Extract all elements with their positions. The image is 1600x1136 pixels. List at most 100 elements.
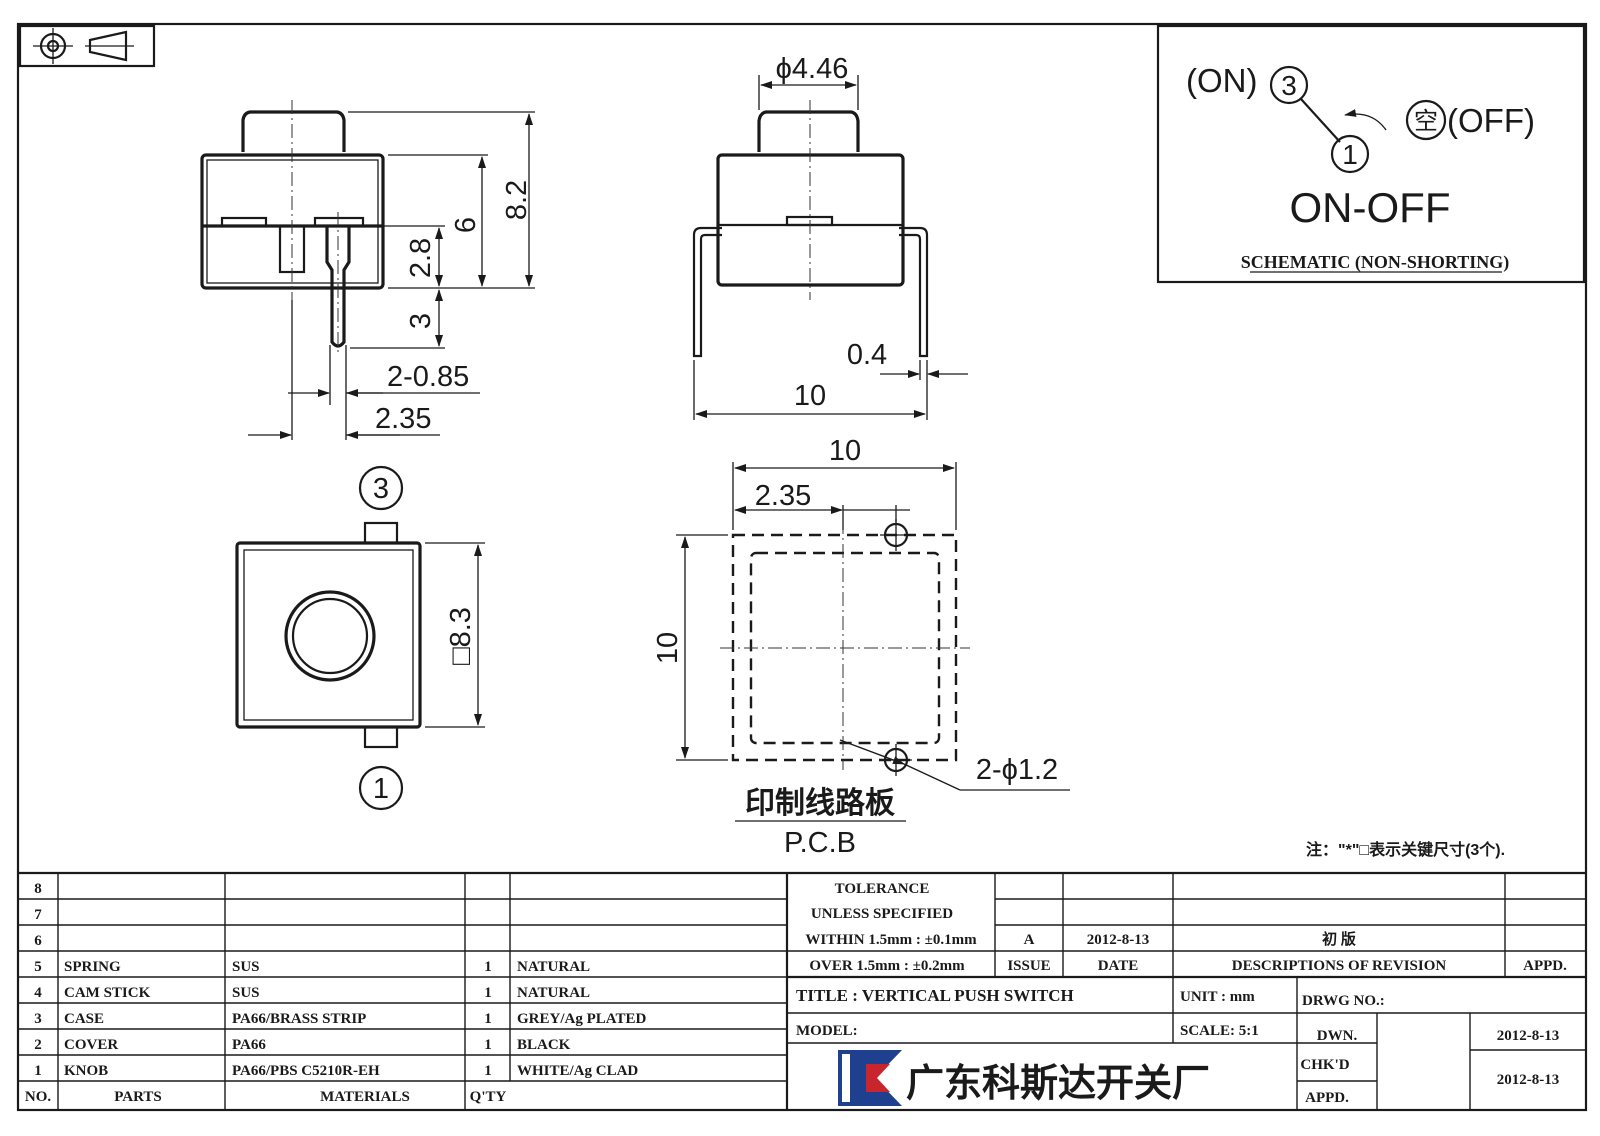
bom-cell-qty: 1 bbox=[484, 1063, 492, 1079]
bom-cell-no: 5 bbox=[34, 959, 42, 975]
schematic-terminal-3 bbox=[1269, 65, 1309, 105]
dim-side-height-lower: 2.8 bbox=[405, 238, 437, 278]
dim-front-pin-thick: 0.4 bbox=[847, 339, 887, 371]
bom-cell-material: PA66 bbox=[232, 1037, 266, 1053]
table-row: 6 bbox=[34, 933, 42, 949]
bom-cell-no: 2 bbox=[34, 1037, 42, 1053]
bom-cell-finish: BLACK bbox=[517, 1037, 571, 1053]
dim-side-pin-width: 2-0.85 bbox=[387, 361, 469, 393]
bom-cell-qty: 1 bbox=[484, 985, 492, 1001]
pcb-label-cn: 印制线路板 bbox=[745, 787, 895, 820]
terminal-1-label: 1 bbox=[373, 773, 389, 805]
schematic-terminal-1 bbox=[1330, 134, 1370, 174]
schematic-contact-line bbox=[1300, 98, 1341, 143]
pcb-layout bbox=[720, 519, 970, 776]
dim-side-pin-length: 3 bbox=[405, 313, 437, 329]
terminal-1-marker bbox=[358, 765, 404, 811]
bom-cell-no: 4 bbox=[34, 985, 42, 1001]
bom-cell-no: 3 bbox=[34, 1011, 42, 1027]
header-descriptions: DESCRIPTIONS OF REVISION bbox=[1232, 958, 1447, 974]
front-view bbox=[692, 100, 929, 358]
bom-cell-finish: NATURAL bbox=[517, 959, 590, 975]
terminal-3-label: 3 bbox=[373, 473, 389, 505]
table-row: 5 SPRING SUS 1 NATURAL bbox=[34, 959, 590, 975]
revision-date: 2012-8-13 bbox=[1087, 932, 1150, 948]
bom-cell-part: KNOB bbox=[64, 1063, 108, 1079]
dim-side-height-total: 8.2 bbox=[501, 180, 533, 220]
side-view bbox=[200, 100, 385, 355]
bom-cell-part: SPRING bbox=[64, 959, 121, 975]
table-row: 7 bbox=[34, 907, 42, 923]
pcb-label-en: P.C.B bbox=[784, 827, 856, 859]
bom-table bbox=[18, 871, 1586, 1110]
dim-pcb-holes: 2-ϕ1.2 bbox=[976, 754, 1058, 786]
bom-header-qty: Q'TY bbox=[470, 1089, 507, 1105]
pcb-dimensions: 10 2.35 10 2-ϕ1.2 印制线路板 P.C.B bbox=[652, 435, 1070, 859]
appd-label: APPD. bbox=[1305, 1090, 1349, 1106]
drawing-title: TITLE : VERTICAL PUSH SWITCH bbox=[796, 986, 1074, 1005]
dim-top-body: □8.3 bbox=[445, 607, 477, 665]
bom-cell-finish: WHITE/Ag CLAD bbox=[517, 1063, 638, 1079]
company-logo-icon bbox=[838, 1050, 902, 1106]
key-dimension-note: 注："*"□表示关键尺寸(3个). bbox=[1306, 840, 1505, 859]
dim-pcb-width: 10 bbox=[829, 435, 861, 467]
bom-cell-material: PA66/PBS C5210R-EH bbox=[232, 1063, 380, 1079]
bom-header: NO. PARTS MATERIALS Q'TY bbox=[25, 1089, 507, 1105]
schematic-off-marker bbox=[1405, 99, 1447, 141]
bom-header-no: NO. bbox=[25, 1089, 52, 1105]
projection-symbol-icon bbox=[18, 24, 156, 68]
dim-side-height-body: 6 bbox=[450, 217, 482, 233]
bom-cell-qty: 1 bbox=[484, 959, 492, 975]
dwn-date: 2012-8-13 bbox=[1497, 1028, 1560, 1044]
header-date: DATE bbox=[1098, 958, 1139, 974]
header-issue: ISSUE bbox=[1007, 958, 1050, 974]
bom-cell-material: PA66/BRASS STRIP bbox=[232, 1011, 366, 1027]
title-block: TOLERANCE UNLESS SPECIFIED WITHIN 1.5mm … bbox=[787, 873, 1586, 1110]
header-appd: APPD. bbox=[1523, 958, 1567, 974]
dim-front-width: 10 bbox=[794, 380, 826, 412]
bom-cell-no: 7 bbox=[34, 907, 42, 923]
schematic-off-char: 空 bbox=[1414, 108, 1438, 135]
bom-cell-material: SUS bbox=[232, 959, 260, 975]
bom-header-parts: PARTS bbox=[114, 1089, 162, 1105]
bom-cell-qty: 1 bbox=[484, 1011, 492, 1027]
drawing-unit: UNIT : mm bbox=[1180, 989, 1255, 1005]
dwn-label: DWN. bbox=[1317, 1028, 1358, 1044]
drawing-scale: SCALE: 5:1 bbox=[1180, 1023, 1259, 1039]
tolerance-line-2: UNLESS SPECIFIED bbox=[811, 906, 953, 922]
bom-cell-part: COVER bbox=[64, 1037, 118, 1053]
bom-header-materials: MATERIALS bbox=[320, 1089, 410, 1105]
dim-pcb-height: 10 bbox=[652, 632, 684, 664]
front-view-dimensions: ϕ4.46 0.4 10 bbox=[693, 53, 968, 420]
schematic-common-num: 1 bbox=[1342, 139, 1358, 170]
bom-cell-no: 8 bbox=[34, 881, 42, 897]
side-view-dimensions: 8.2 6 2.8 3 2-0.85 2.35 bbox=[248, 111, 535, 440]
bom-cell-no: 6 bbox=[34, 933, 42, 949]
chkd-label: CHK'D bbox=[1300, 1057, 1349, 1073]
dim-front-knob-dia: ϕ4.46 bbox=[776, 53, 849, 85]
bom-cell-part: CASE bbox=[64, 1011, 104, 1027]
revision-issue: A bbox=[1024, 932, 1035, 948]
company-name: 广东科斯达开关厂 bbox=[906, 1063, 1210, 1105]
chk-date: 2012-8-13 bbox=[1497, 1072, 1560, 1088]
terminal-3-marker bbox=[358, 465, 404, 511]
schematic-switch-arrow bbox=[1344, 109, 1387, 131]
tolerance-line-1: TOLERANCE bbox=[835, 881, 930, 897]
drawing-model: MODEL: bbox=[796, 1023, 858, 1039]
table-row: 8 bbox=[34, 881, 42, 897]
schematic-on-label: (ON) bbox=[1186, 62, 1257, 99]
top-view: 3 1 bbox=[235, 465, 422, 811]
bom-cell-finish: NATURAL bbox=[517, 985, 590, 1001]
tolerance-line-3: WITHIN 1.5mm : ±0.1mm bbox=[805, 932, 977, 948]
tolerance-line-4: OVER 1.5mm : ±0.2mm bbox=[809, 958, 965, 974]
drawing-number-label: DRWG NO.: bbox=[1302, 993, 1385, 1009]
schematic-caption: SCHEMATIC (NON-SHORTING) bbox=[1241, 252, 1510, 273]
schematic-off-label: (OFF) bbox=[1447, 102, 1535, 139]
